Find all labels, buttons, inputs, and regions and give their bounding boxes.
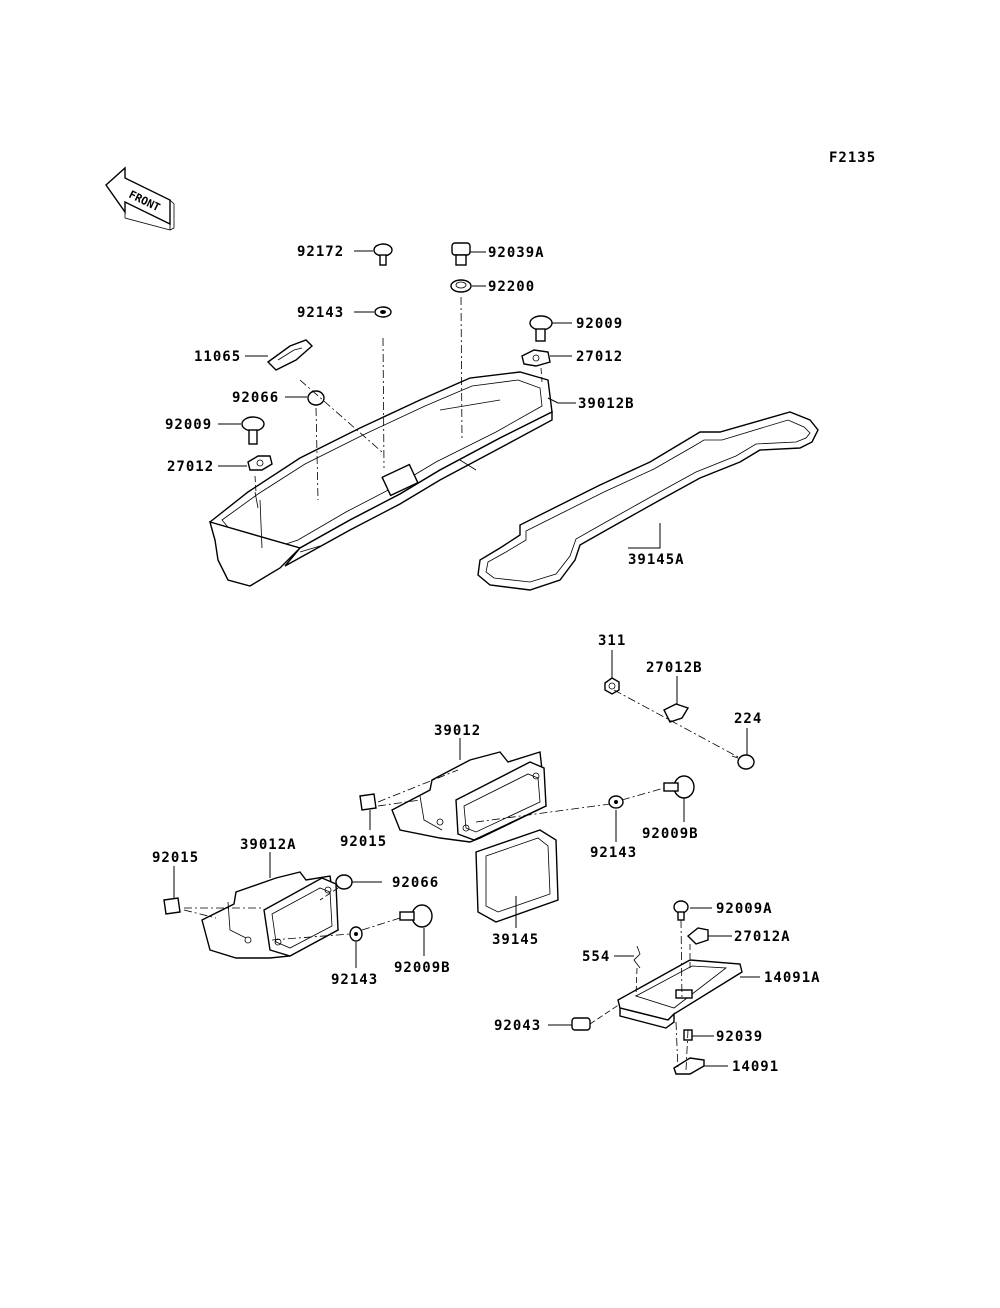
label-39012B: 39012B (578, 396, 635, 412)
label-92009-top: 92009 (576, 316, 623, 332)
collar-92200 (450, 279, 472, 293)
lid-14091A (617, 959, 743, 1029)
label-92015-middle: 92015 (340, 834, 387, 850)
bolt-92009B-lower (399, 904, 433, 928)
label-554: 554 (582, 949, 610, 965)
box-39012 (391, 751, 547, 843)
nut-92015-middle (359, 793, 377, 811)
grommet-92066-lower (335, 874, 353, 890)
label-27012A: 27012A (734, 929, 791, 945)
bolt-224 (731, 754, 755, 770)
label-39145: 39145 (492, 932, 539, 948)
pin-92043 (571, 1003, 621, 1031)
figure-code: F2135 (829, 150, 876, 166)
front-arrow-icon: FRONT (105, 166, 175, 231)
label-92143-top: 92143 (297, 305, 344, 321)
clip-27012-top-right (521, 349, 551, 367)
label-92200: 92200 (488, 279, 535, 295)
label-92015-left: 92015 (152, 850, 199, 866)
bolt-92039A (451, 242, 471, 266)
bolt-92009-top-right (529, 315, 553, 342)
label-39145A: 39145A (628, 552, 685, 568)
clip-27012B (663, 703, 690, 723)
label-27012-top: 27012 (576, 349, 623, 365)
box-39012A (201, 871, 339, 959)
bolt-92009B-middle (663, 775, 695, 799)
label-92039: 92039 (716, 1029, 763, 1045)
label-92066-top: 92066 (232, 390, 279, 406)
pin-554 (633, 945, 641, 969)
label-92143-middle: 92143 (590, 845, 637, 861)
bolt-92009-left (241, 416, 265, 445)
cap-11065 (266, 339, 314, 371)
label-92009-left: 92009 (165, 417, 212, 433)
bolt-92009A (673, 900, 689, 921)
label-27012-left: 27012 (167, 459, 214, 475)
clip-27012-left (247, 455, 273, 471)
label-311: 311 (598, 633, 626, 649)
clip-27012A (686, 927, 709, 945)
washer-92143-middle (608, 795, 624, 809)
label-27012B: 27012B (646, 660, 703, 676)
nut-92015-left (163, 897, 181, 915)
hinge-14091 (673, 1057, 705, 1075)
label-92143-lower: 92143 (331, 972, 378, 988)
label-92039A: 92039A (488, 245, 545, 261)
label-14091A: 14091A (764, 970, 821, 986)
label-92009A: 92009A (716, 901, 773, 917)
case-39012B (208, 371, 553, 587)
label-92066-lower: 92066 (392, 875, 439, 891)
label-92009B-middle: 92009B (642, 826, 699, 842)
screw-92172 (373, 243, 393, 266)
label-39012A: 39012A (240, 837, 297, 853)
grommet-92066-top (307, 390, 325, 406)
label-39012: 39012 (434, 723, 481, 739)
label-224: 224 (734, 711, 762, 727)
label-92009B-lower: 92009B (394, 960, 451, 976)
label-11065: 11065 (194, 349, 241, 365)
gasket-39145 (475, 829, 559, 923)
gasket-39145A (477, 411, 819, 591)
washer-92143-lower (349, 926, 363, 942)
washer-92143-top (374, 306, 392, 318)
label-14091: 14091 (732, 1059, 779, 1075)
label-92043: 92043 (494, 1018, 541, 1034)
label-92172: 92172 (297, 244, 344, 260)
